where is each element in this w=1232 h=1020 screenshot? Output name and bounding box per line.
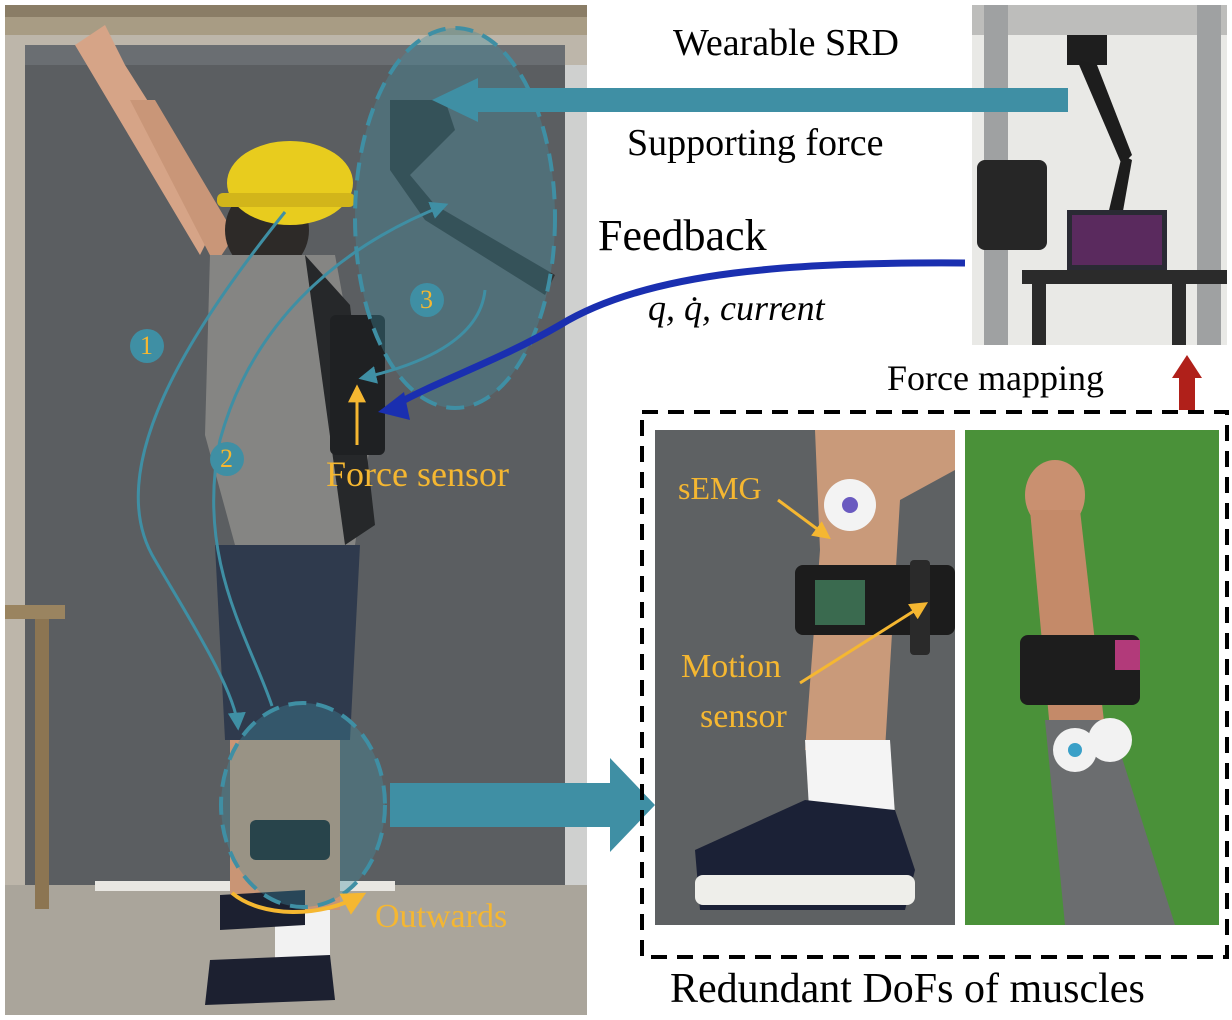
force-sensor-label: Force sensor [326,454,509,494]
feedback-variables-label: q, q̇, current [648,288,825,328]
motion-sensor-label-line1: Motion [681,648,782,685]
feedback-label: Feedback [598,211,767,260]
wearable-srd-label: Wearable SRD [673,22,899,64]
supporting-force-arrow-head [432,78,478,122]
motion-sensor-pointer [799,602,929,685]
leg-photo [655,430,955,925]
force-mapping-arrow-shaft [1179,375,1195,410]
semg-label: sEMG [678,470,762,506]
transfer-arrow-head [610,758,655,852]
badge-3-circle [410,283,444,317]
transfer-arrow-shaft [390,783,620,827]
motion-sensor-label-line2: sensor [700,698,787,735]
semg-pointer [777,498,831,540]
muscles-dashed-box [640,410,1229,959]
badge-2-circle [210,442,244,476]
badge-2: 2 [220,444,233,473]
outwards-arrow [230,891,367,915]
supporting-force-label: Supporting force [627,122,884,164]
redundant-dofs-caption: Redundant DoFs of muscles [670,966,1145,1012]
badge-1: 1 [140,331,153,360]
outwards-label: Outwards [375,898,508,935]
path-1 [136,211,287,731]
force-mapping-label: Force mapping [887,358,1104,398]
force-mapping-arrow-head [1172,355,1202,378]
main-photo [5,5,587,1015]
leg-highlight-ellipse [219,701,387,909]
feedback-arrow-head [378,392,410,420]
path-2 [212,201,449,707]
path-3 [358,289,487,384]
robot-photo [972,5,1227,345]
supporting-force-arrow-shaft [478,88,1068,112]
arm-photo [965,430,1219,925]
badge-3: 3 [420,285,433,314]
srd-highlight-ellipse [353,26,557,410]
badge-1-circle [130,329,164,363]
feedback-arrow [393,259,966,409]
